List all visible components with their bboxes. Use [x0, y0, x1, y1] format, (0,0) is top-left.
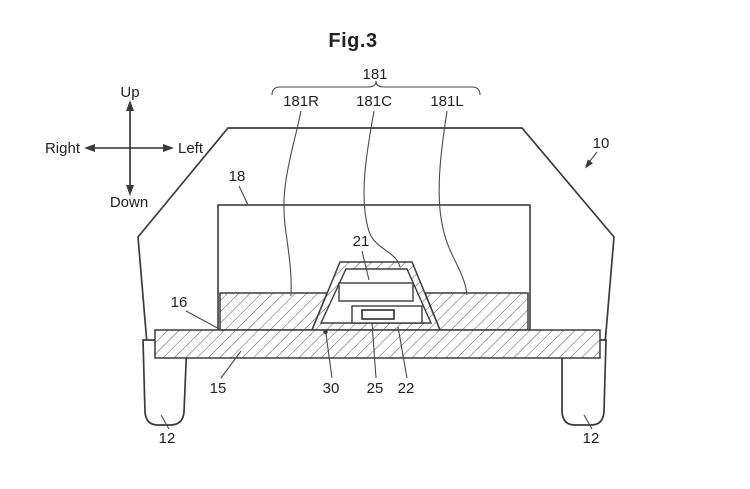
leader-181L: [438, 110, 468, 296]
label-30: 30: [323, 380, 340, 397]
leader-18: [238, 185, 249, 206]
label-12-right: 12: [583, 430, 600, 447]
compass-right-arrow-icon: [84, 144, 95, 152]
label-181R: 181R: [283, 93, 319, 110]
leader-181C: [363, 110, 401, 268]
right-deck-hatched-block: [423, 292, 529, 331]
console-upper-box: [338, 282, 414, 302]
leader-30: [325, 333, 333, 379]
leader-10-arrowhead-icon: [585, 159, 593, 169]
compass-right-label: Right: [45, 140, 81, 157]
leader-181R: [283, 110, 302, 297]
label-12-left: 12: [159, 430, 176, 447]
leader-21: [361, 250, 370, 281]
leader-16: [185, 310, 224, 332]
leader-25: [371, 322, 377, 379]
label-181: 181: [362, 66, 387, 83]
right-wheel: [561, 339, 607, 426]
label-10: 10: [593, 135, 610, 152]
compass-left-label: Left: [178, 140, 204, 157]
figure-title: Fig.3: [328, 30, 377, 52]
orientation-compass: Up Down Right Left: [45, 84, 204, 211]
left-deck-hatched-block: [219, 292, 329, 331]
label-25: 25: [367, 380, 384, 397]
compass-up-arrow-icon: [126, 100, 134, 111]
brace-181-icon: [271, 80, 481, 96]
compass-left-arrow-icon: [163, 144, 174, 152]
left-wheel: [142, 339, 188, 426]
label-181L: 181L: [430, 93, 463, 110]
leader-22: [397, 326, 408, 379]
label-15: 15: [210, 380, 227, 397]
leader-15: [220, 350, 242, 379]
compass-down-arrow-icon: [126, 185, 134, 196]
label-18: 18: [229, 168, 246, 185]
leader-30-point-icon: [323, 329, 328, 335]
label-181C: 181C: [356, 93, 392, 110]
compass-down-label: Down: [110, 194, 148, 211]
console-inner-module: [361, 309, 395, 320]
leader-12-right: [583, 414, 593, 430]
floor-panel-hatched-bar: [154, 329, 601, 359]
compass-up-label: Up: [120, 84, 139, 101]
label-22: 22: [398, 380, 415, 397]
label-16: 16: [171, 294, 188, 311]
leader-12-left: [160, 414, 170, 430]
label-21: 21: [353, 233, 370, 250]
